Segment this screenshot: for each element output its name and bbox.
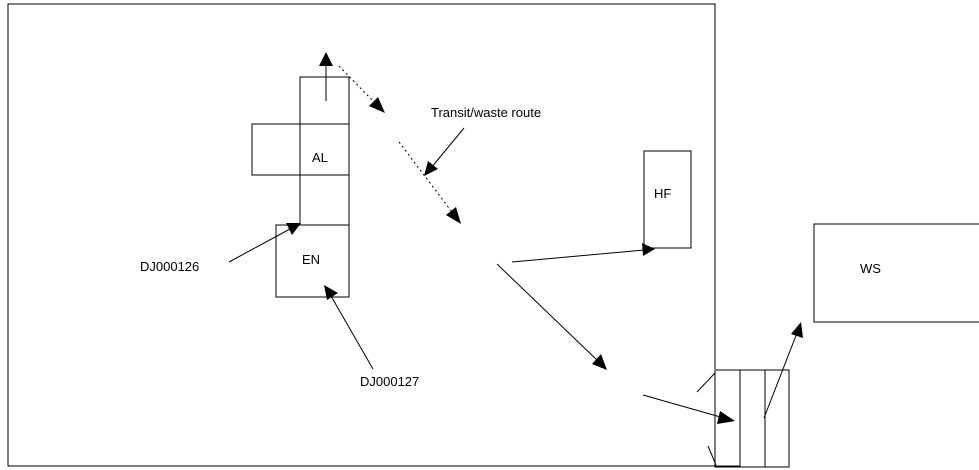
al-bottom-cell [299,174,350,226]
transit-route-leader [430,127,465,169]
room-al-label: AL [312,150,328,165]
dj000127-label: DJ000127 [360,374,419,389]
dj000127-leader-head [324,285,338,300]
route-arrowhead-1 [369,97,385,113]
route-arrowhead-3 [592,354,607,370]
room-ws [813,223,979,323]
route-arrowhead-4 [717,411,735,424]
route-segment-to-hf [511,249,645,263]
room-ws-label: WS [860,261,881,276]
route-segment-to-ws [763,332,798,419]
entrance-box [714,369,790,468]
building-outline [7,3,740,467]
dj000126-label: DJ000126 [140,259,199,274]
al-top-cell [299,76,350,125]
route-segment-1 [338,65,375,103]
al-left-cell [251,123,301,176]
room-hf [643,150,692,249]
route-segment-4 [642,394,725,419]
door-swing-top [696,372,716,393]
room-en-label: EN [302,252,320,267]
dj000127-leader [330,295,374,370]
room-hf-label: HF [654,186,671,201]
room-en [275,224,350,298]
route-arrowhead-2 [446,207,461,224]
dj000126-leader-head [286,223,301,235]
dj000126-leader [228,228,291,263]
transit-route-leader-head [424,161,438,176]
route-arrowhead-ws [791,322,803,338]
route-arrowhead-up [319,52,333,66]
transit-route-label: Transit/waste route [431,105,541,120]
route-arrowhead-hf [642,243,655,256]
route-segment-3 [496,263,599,362]
door-swing-bottom [707,445,717,466]
